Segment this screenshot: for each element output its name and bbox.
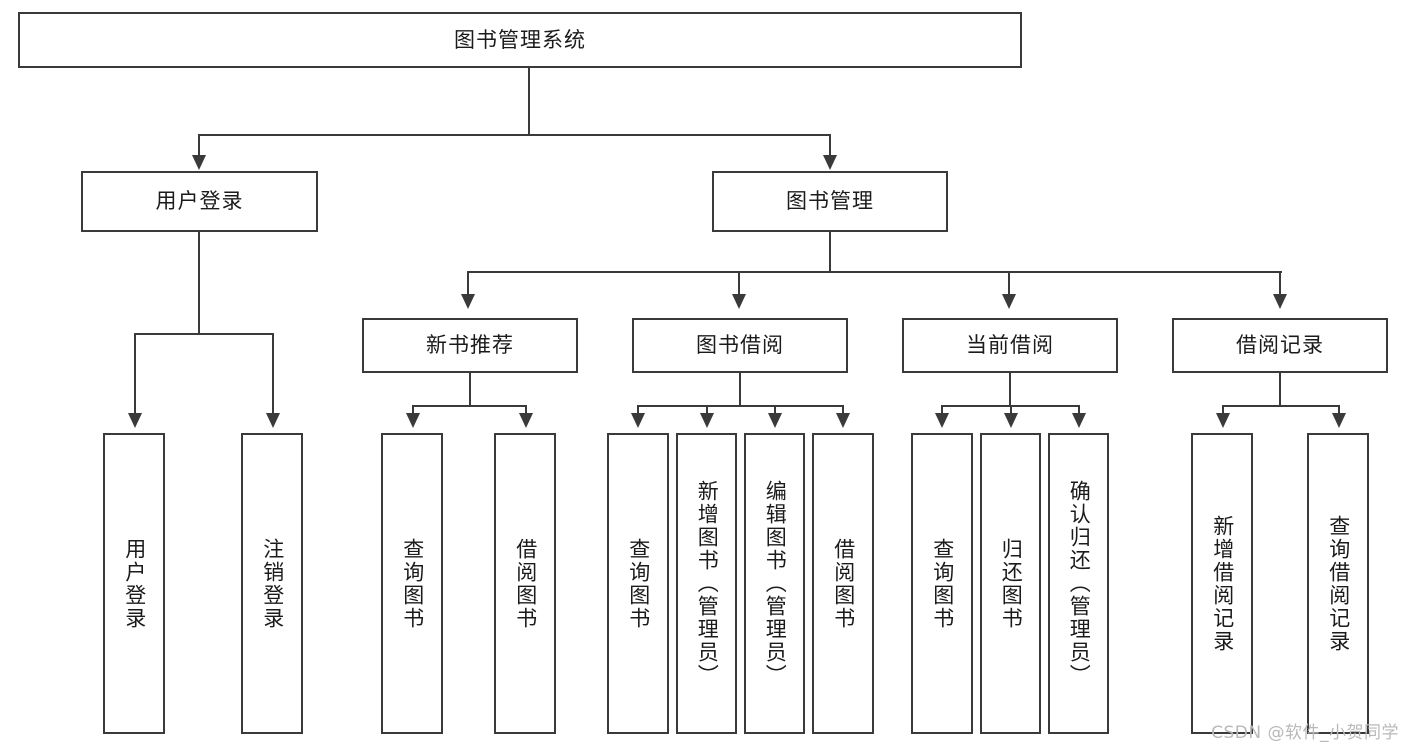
- leaf-confirm-return[interactable]: 确认归还（管理员）: [1048, 433, 1109, 734]
- node-label: 当前借阅: [966, 333, 1054, 358]
- connector-book-manage-stem: [829, 232, 832, 273]
- leaf-return-book[interactable]: 归还图书: [980, 433, 1041, 734]
- connector-user-login-drop-1: [134, 333, 137, 416]
- arrow-to-leaf-return-book: [1004, 413, 1018, 428]
- arrow-to-leaf-borrow-book-1: [519, 413, 533, 428]
- arrow-to-leaf-user-login: [128, 413, 142, 428]
- connector-borrow-records-stem: [1279, 373, 1282, 407]
- leaf-label: 归还图书: [999, 537, 1024, 630]
- leaf-label: 查询借阅记录: [1326, 514, 1351, 653]
- connector-book-borrow-drop-3: [774, 405, 777, 416]
- node-book-manage[interactable]: 图书管理: [712, 171, 948, 232]
- leaf-label: 查询图书: [626, 537, 651, 630]
- connector-new-book-drop-2: [525, 405, 528, 416]
- node-borrow-records[interactable]: 借阅记录: [1172, 318, 1388, 373]
- connector-current-borrow-drop-1: [941, 405, 944, 416]
- leaf-edit-book[interactable]: 编辑图书（管理员）: [744, 433, 805, 734]
- connector-book-borrow-rail: [637, 405, 844, 408]
- node-label: 借阅记录: [1236, 333, 1324, 358]
- leaf-query-book-borrow[interactable]: 查询图书: [607, 433, 669, 734]
- leaf-query-book-recommend[interactable]: 查询图书: [381, 433, 443, 734]
- leaf-label: 借阅图书: [831, 537, 856, 630]
- connector-borrow-records-drop-2: [1338, 405, 1341, 416]
- connector-book-borrow-drop-2: [706, 405, 709, 416]
- csdn-watermark: CSDN @软件_小贺同学: [1211, 723, 1399, 743]
- node-book-borrow[interactable]: 图书借阅: [632, 318, 848, 373]
- arrow-to-book-manage: [823, 155, 837, 170]
- connector-new-book-rail: [412, 405, 527, 408]
- arrow-to-leaf-borrow-book-2: [836, 413, 850, 428]
- leaf-borrow-book[interactable]: 借阅图书: [812, 433, 874, 734]
- leaf-label: 新增图书（管理员）: [695, 480, 720, 687]
- leaf-logout[interactable]: 注销登录: [241, 433, 303, 734]
- leaf-user-login[interactable]: 用户登录: [103, 433, 165, 734]
- connector-book-borrow-stem: [739, 373, 742, 407]
- connector-level2-rail: [198, 134, 830, 137]
- connector-level2-drop-right: [829, 134, 832, 158]
- arrow-to-leaf-edit-book: [768, 413, 782, 428]
- connector-current-borrow-drop-2: [1010, 405, 1013, 416]
- leaf-label: 编辑图书（管理员）: [763, 480, 788, 687]
- connector-root-stem: [528, 68, 531, 136]
- leaf-label: 借阅图书: [513, 537, 538, 630]
- connector-level3-drop-2: [738, 271, 741, 297]
- leaf-label: 用户登录: [122, 537, 147, 630]
- connector-borrow-records-rail: [1222, 405, 1340, 408]
- leaf-borrow-book-recommend[interactable]: 借阅图书: [494, 433, 556, 734]
- leaf-query-borrow-record[interactable]: 查询借阅记录: [1307, 433, 1369, 734]
- connector-current-borrow-drop-3: [1078, 405, 1081, 416]
- leaf-label: 新增借阅记录: [1210, 514, 1235, 653]
- node-label: 图书管理: [786, 189, 874, 214]
- connector-level3-rail: [467, 271, 1282, 274]
- node-label: 用户登录: [155, 189, 244, 214]
- leaf-label: 查询图书: [930, 537, 955, 630]
- connector-level3-drop-3: [1008, 271, 1011, 297]
- arrow-to-leaf-add-record: [1216, 413, 1230, 428]
- arrow-to-leaf-query-book-1: [406, 413, 420, 428]
- connector-level3-drop-1: [467, 271, 470, 297]
- leaf-query-book-current[interactable]: 查询图书: [911, 433, 973, 734]
- leaf-add-borrow-record[interactable]: 新增借阅记录: [1191, 433, 1253, 734]
- node-current-borrow[interactable]: 当前借阅: [902, 318, 1118, 373]
- arrow-to-leaf-confirm-return: [1072, 413, 1086, 428]
- connector-borrow-records-drop-1: [1222, 405, 1225, 416]
- node-user-login[interactable]: 用户登录: [81, 171, 318, 232]
- node-root-system[interactable]: 图书管理系统: [18, 12, 1022, 68]
- arrow-to-leaf-query-book-3: [935, 413, 949, 428]
- arrow-to-new-book-recommend: [461, 294, 475, 309]
- arrow-to-book-borrow: [732, 294, 746, 309]
- connector-level2-drop-left: [198, 134, 201, 158]
- arrow-to-leaf-query-record: [1332, 413, 1346, 428]
- arrow-to-user-login: [192, 155, 206, 170]
- connector-book-borrow-drop-1: [637, 405, 640, 416]
- connector-user-login-rail: [134, 333, 274, 336]
- connector-current-borrow-stem: [1009, 373, 1012, 407]
- leaf-label: 查询图书: [400, 537, 425, 630]
- leaf-label: 确认归还（管理员）: [1067, 480, 1092, 687]
- arrow-to-borrow-records: [1273, 294, 1287, 309]
- connector-new-book-drop-1: [412, 405, 415, 416]
- connector-user-login-drop-2: [272, 333, 275, 416]
- leaf-label: 注销登录: [260, 537, 285, 630]
- connector-new-book-stem: [469, 373, 472, 407]
- connector-user-login-stem: [198, 232, 201, 335]
- arrow-to-leaf-add-book: [700, 413, 714, 428]
- node-label: 图书管理系统: [454, 27, 586, 52]
- node-new-book-recommend[interactable]: 新书推荐: [362, 318, 578, 373]
- arrow-to-current-borrow: [1002, 294, 1016, 309]
- connector-book-borrow-drop-4: [842, 405, 845, 416]
- arrow-to-leaf-query-book-2: [631, 413, 645, 428]
- node-label: 图书借阅: [696, 333, 784, 358]
- node-label: 新书推荐: [426, 333, 514, 358]
- leaf-add-book[interactable]: 新增图书（管理员）: [676, 433, 737, 734]
- arrow-to-leaf-logout: [266, 413, 280, 428]
- connector-level3-drop-4: [1279, 271, 1282, 297]
